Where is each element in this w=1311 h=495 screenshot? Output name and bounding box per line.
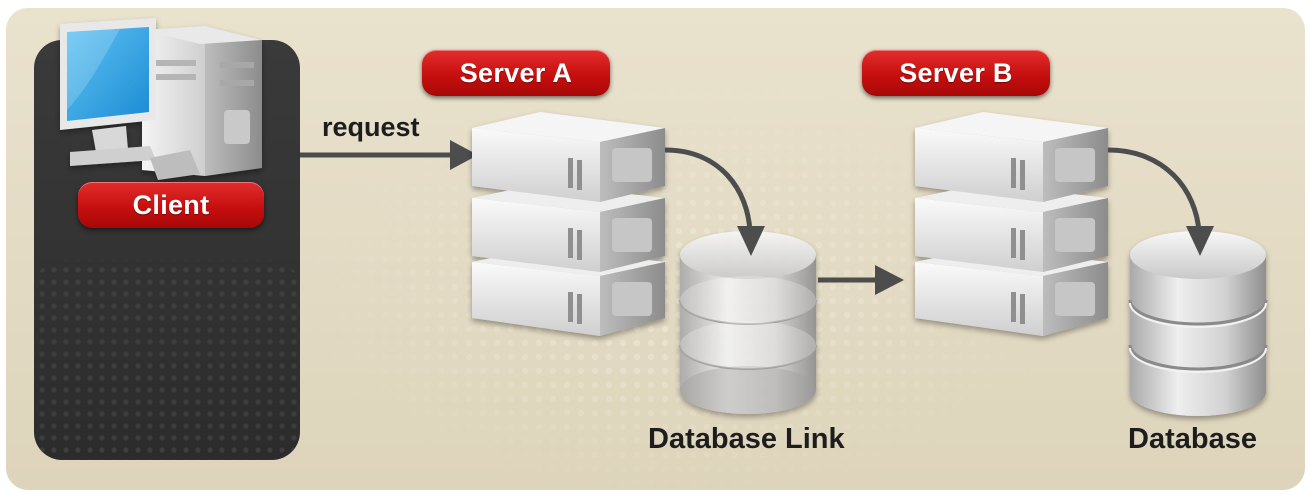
server-b-to-database-arrow xyxy=(1107,147,1202,233)
database-label: Database xyxy=(1128,423,1257,455)
server-stack-icon-b xyxy=(915,112,1108,336)
client-label: Client xyxy=(78,182,264,228)
server-a-label: Server A xyxy=(422,50,610,96)
server-b-label: Server B xyxy=(862,50,1050,96)
request-label: request xyxy=(322,112,420,142)
request-arrow-head xyxy=(450,140,478,170)
desktop-computer-icon xyxy=(60,18,262,180)
database-link-label: Database Link xyxy=(648,423,845,455)
database-icon xyxy=(1128,231,1268,416)
server-a-to-link-arrow xyxy=(664,147,753,233)
database-icon-link xyxy=(679,231,817,414)
server-stack-icon-a xyxy=(472,112,665,336)
